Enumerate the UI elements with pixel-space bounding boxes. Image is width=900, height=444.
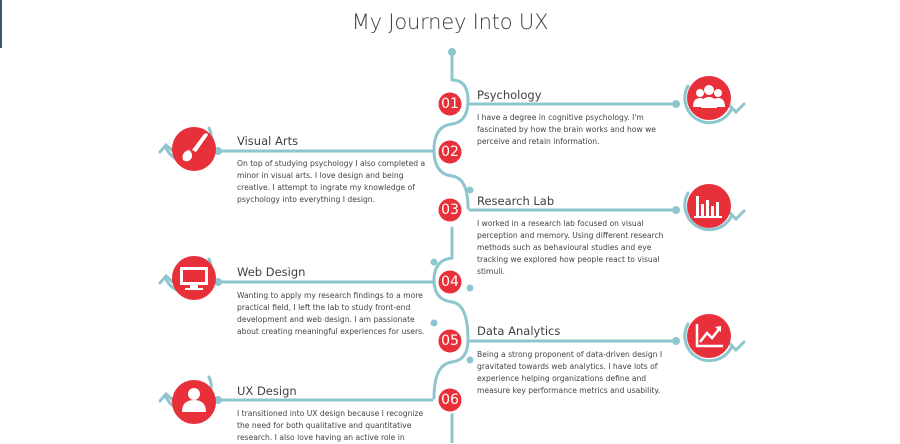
heading-visual-arts: Visual Arts xyxy=(237,134,299,148)
monitor-icon xyxy=(180,267,208,290)
heading-web-design: Web Design xyxy=(237,265,306,279)
step-number-04: 04 xyxy=(441,274,459,290)
line-chart-icon xyxy=(695,324,723,348)
step-number-06: 06 xyxy=(441,392,459,408)
heading-data-analytics: Data Analytics xyxy=(477,324,561,338)
people-icon xyxy=(693,85,725,108)
step-number-05: 05 xyxy=(441,333,459,349)
heading-psychology: Psychology xyxy=(477,88,542,102)
text-psychology: I have a degree in cognitive psychology.… xyxy=(477,113,656,146)
text-research-lab: I worked in a research lab focused on vi… xyxy=(477,219,664,276)
text-ux-design: I transitioned into UX design because I … xyxy=(237,409,424,442)
step-number-01: 01 xyxy=(441,96,459,112)
text-data-analytics: Being a strong proponent of data-driven … xyxy=(477,350,663,395)
bar-chart-icon xyxy=(694,196,722,218)
left-edge-line xyxy=(0,0,2,48)
heading-ux-design: UX Design xyxy=(237,384,297,398)
paintbrush-icon xyxy=(182,133,208,162)
step-number-03: 03 xyxy=(441,202,459,218)
text-visual-arts: On top of studying psychology I also com… xyxy=(237,159,426,204)
step-number-02: 02 xyxy=(441,144,459,160)
page-title: My Journey Into UX xyxy=(351,10,549,34)
text-web-design: Wanting to apply my research findings to… xyxy=(237,291,425,336)
user-icon xyxy=(182,388,206,412)
heading-research-lab: Research Lab xyxy=(477,194,555,208)
